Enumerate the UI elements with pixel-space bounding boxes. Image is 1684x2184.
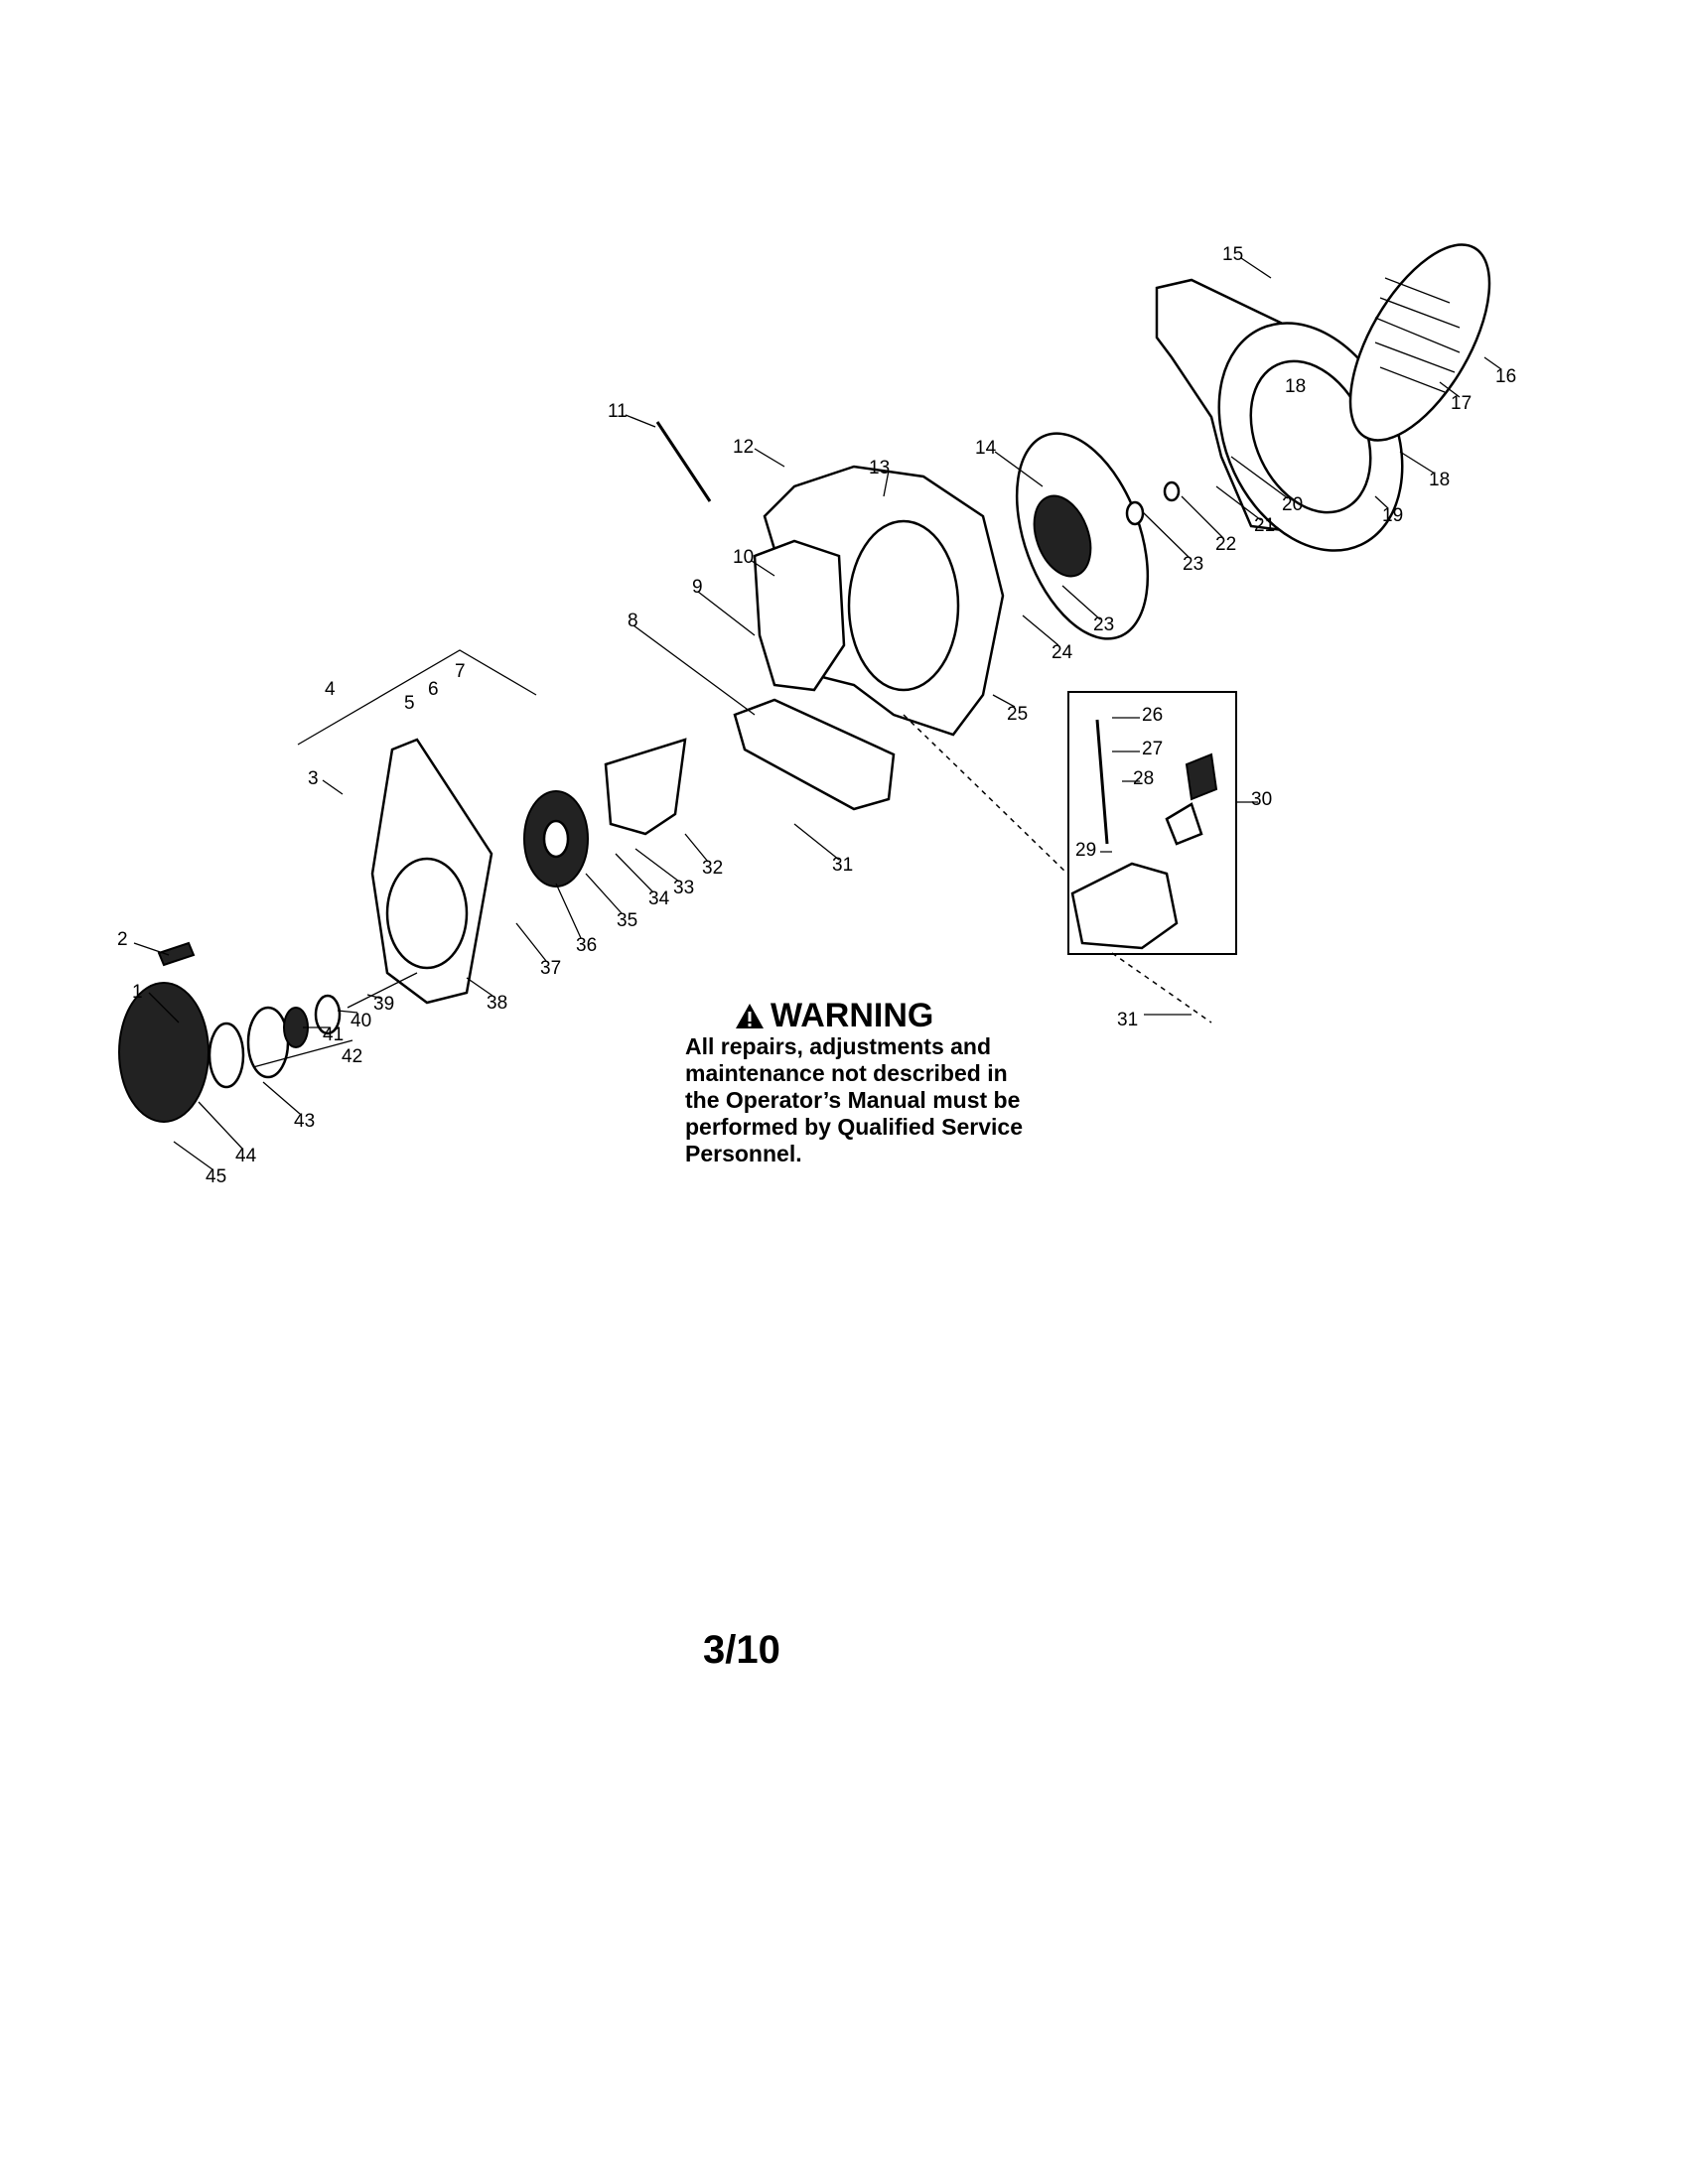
callout-32: 32 [702,858,723,879]
callout-18: 18 [1285,376,1306,397]
callout-35: 35 [617,910,637,931]
callout-44: 44 [235,1146,257,1166]
callout-16: 16 [1495,366,1516,387]
warning-heading: WARNING [735,998,1023,1033]
warning-line: performed by Qualified Service [685,1114,1024,1140]
bracket-42 [252,1039,353,1068]
ignition-module [604,738,687,836]
warning-title: WARNING [771,997,934,1034]
callout-1: 1 [132,982,143,1003]
warning-line: the Operator’s Manual must be [685,1087,1021,1113]
callout-labels: 1 2 3 4 5 6 7 8 9 10 11 12 13 14 15 16 1… [117,244,1516,1187]
callout-34: 34 [648,888,670,909]
callout-15: 15 [1222,244,1243,265]
callout-6: 6 [428,679,439,700]
callout-4: 4 [325,679,336,700]
warning-notice: WARNING All repairs, adjustments and mai… [685,998,1023,1167]
callout-30: 30 [1251,789,1272,810]
callout-19: 19 [1382,505,1403,526]
callout-2: 2 [117,929,128,950]
callout-22: 22 [1215,534,1236,555]
bracket-4 [297,649,537,746]
blower-grille [1348,243,1491,442]
callout-8: 8 [628,611,638,631]
fan-housing [753,465,1005,737]
callout-41: 41 [323,1024,344,1045]
warning-triangle-icon [736,1003,764,1028]
callout-26: 26 [1142,705,1163,726]
leader-dashes [903,714,1212,1024]
callout-29: 29 [1075,840,1096,861]
warning-line: All repairs, adjustments and [685,1033,992,1059]
callout-31: 31 [832,855,853,876]
callout-11: 11 [608,401,628,422]
callout-36: 36 [576,935,597,956]
bracket-42-top [347,972,418,1009]
callout-21: 21 [1254,515,1275,536]
callout-37: 37 [540,958,561,979]
callout-5: 5 [404,693,415,714]
callout-9: 9 [692,577,703,598]
warning-line: Personnel. [685,1141,802,1166]
callout-28: 28 [1133,768,1154,789]
callout-33: 33 [673,878,694,898]
callout-23: 23 [1183,554,1203,575]
callout-18b: 18 [1429,470,1450,490]
warning-line: maintenance not described in [685,1060,1008,1086]
fuel-tank-group [1067,691,1237,955]
callout-14: 14 [975,438,997,459]
callout-27: 27 [1142,739,1163,759]
callout-24: 24 [1052,642,1073,663]
throttle-rod [655,421,712,502]
callout-10: 10 [733,547,754,568]
handle [733,698,896,811]
callout-31b: 31 [1117,1010,1138,1030]
callout-25: 25 [1007,704,1028,725]
flywheel [523,790,589,887]
callout-45: 45 [206,1166,226,1187]
callout-39: 39 [373,994,394,1015]
callout-43: 43 [294,1111,315,1132]
callout-17: 17 [1451,393,1472,414]
callout-42: 42 [342,1046,362,1067]
callout-20: 20 [1282,494,1303,515]
callout-3: 3 [308,768,319,789]
engine-cover [370,738,493,1005]
impeller [1015,432,1181,640]
callout-13: 13 [869,458,890,478]
callout-7: 7 [455,661,466,682]
callout-40: 40 [351,1011,371,1031]
leader-lines [133,257,1502,1170]
blower-housing [1155,278,1404,552]
callout-23b: 23 [1093,614,1114,635]
page-number: 3/10 [703,1628,780,1672]
starter-housing [118,941,342,1123]
callout-12: 12 [733,437,754,458]
callout-38: 38 [487,993,507,1014]
